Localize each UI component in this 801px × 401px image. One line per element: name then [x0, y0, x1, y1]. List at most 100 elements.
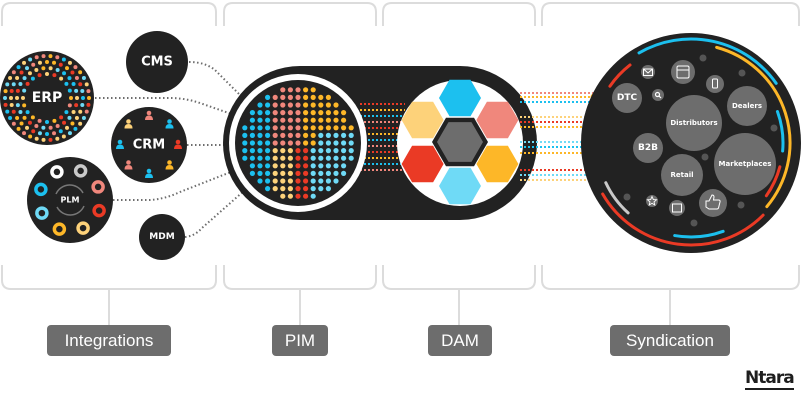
- erp-dot: [74, 75, 79, 80]
- mdm-link: [184, 189, 246, 238]
- pim-data-dots[interactable]: [242, 87, 354, 199]
- orbit-arc: [601, 192, 765, 247]
- pim-dot: [325, 94, 331, 100]
- ad-icon: [672, 203, 682, 213]
- pim-dot: [257, 140, 263, 146]
- search-icon: [654, 91, 661, 98]
- erp-dot: [16, 126, 21, 131]
- pim-dot: [310, 193, 316, 199]
- browser-bubble[interactable]: [671, 60, 695, 84]
- pim-dot: [303, 132, 309, 138]
- erp-dot: [67, 60, 72, 65]
- erp-label: ERP: [32, 90, 63, 106]
- pim-dot: [295, 87, 301, 93]
- plm-ring: [73, 164, 88, 178]
- erp-dot: [62, 120, 67, 125]
- b2b-bubble[interactable]: [633, 133, 663, 163]
- erp-dot: [41, 66, 46, 71]
- thumbs-up-icon: [705, 194, 721, 210]
- pim-dot: [303, 170, 309, 176]
- erp-dot: [34, 67, 39, 72]
- dam-label[interactable]: DAM: [428, 325, 492, 356]
- syndication-channels: [612, 54, 778, 227]
- pim-dot: [257, 132, 263, 138]
- orbit-arc: [775, 110, 785, 153]
- pim-dot: [341, 148, 347, 154]
- dtc-bubble[interactable]: [612, 83, 642, 113]
- erp-node[interactable]: [0, 51, 94, 145]
- integrations-label[interactable]: Integrations: [47, 325, 171, 356]
- pim-dot: [280, 140, 286, 146]
- plm-ring: [52, 222, 67, 236]
- pim-dot: [303, 140, 309, 146]
- pim-dot: [249, 125, 255, 131]
- pim-dot: [318, 170, 324, 176]
- plm-ring: [34, 182, 48, 197]
- ad-bubble[interactable]: [669, 200, 685, 216]
- pim-dot: [325, 117, 331, 123]
- erp-dot: [8, 115, 13, 120]
- pim-dot: [325, 186, 331, 192]
- pim-dot: [242, 132, 248, 138]
- pim-dot: [295, 94, 301, 100]
- erp-dot: [22, 131, 27, 136]
- section-frames: [1, 2, 800, 325]
- pim-dot: [272, 110, 278, 116]
- ntara-logo: Ntara: [745, 368, 795, 390]
- thumbs-up-bubble[interactable]: [699, 189, 727, 217]
- pim-dot: [265, 102, 271, 108]
- erp-dot: [73, 65, 78, 70]
- erp-dot: [19, 70, 24, 75]
- erp-dot: [37, 131, 42, 136]
- pim-frame-bottom: [223, 265, 377, 290]
- dam-asset-hexagons[interactable]: [401, 79, 519, 205]
- pim-dot: [242, 140, 248, 146]
- phone-bubble[interactable]: [706, 75, 724, 93]
- marketplaces-label: Marketplaces: [719, 160, 772, 168]
- plm-node[interactable]: [27, 157, 113, 243]
- erp-dot: [69, 96, 73, 100]
- pim-dot: [280, 132, 286, 138]
- pim-dot: [265, 140, 271, 146]
- distributors-bubble[interactable]: [666, 95, 722, 151]
- person-icon: [124, 119, 133, 129]
- pim-dot: [295, 170, 301, 176]
- pim-dot: [348, 155, 354, 161]
- pim-label[interactable]: PIM: [272, 325, 328, 356]
- erp-dot: [55, 67, 60, 72]
- marketplaces-bubble[interactable]: [714, 133, 776, 195]
- erp-link: [95, 97, 241, 118]
- pim-dot: [318, 102, 324, 108]
- pim-dot: [287, 186, 293, 192]
- pim-dot: [303, 87, 309, 93]
- pim-dot: [265, 110, 271, 116]
- pim-dot: [280, 87, 286, 93]
- dealers-label: Dealers: [732, 102, 762, 110]
- pim-dot: [310, 102, 316, 108]
- pim-dot: [333, 148, 339, 154]
- erp-dot: [64, 81, 69, 86]
- erp-dot: [41, 54, 46, 59]
- pim-dot: [333, 163, 339, 169]
- pim-dot: [287, 102, 293, 108]
- dealers-bubble[interactable]: [727, 86, 767, 126]
- retail-bubble[interactable]: [661, 154, 703, 196]
- crm-node[interactable]: [111, 107, 187, 183]
- pim-dot: [280, 155, 286, 161]
- mdm-node[interactable]: [139, 214, 185, 260]
- syndication-label[interactable]: Syndication: [610, 325, 730, 356]
- pim-dot: [325, 102, 331, 108]
- pim-dot: [333, 110, 339, 116]
- pim-dot: [257, 148, 263, 154]
- erp-dot: [18, 82, 23, 87]
- pim-dot: [325, 125, 331, 131]
- pim-dot: [280, 117, 286, 123]
- erp-dot: [84, 109, 89, 114]
- cms-link: [188, 61, 241, 96]
- pim-dot: [287, 110, 293, 116]
- erp-dot: [37, 60, 42, 65]
- cms-node[interactable]: [126, 31, 188, 93]
- search-bubble[interactable]: [652, 89, 664, 101]
- asset-hexagon: [476, 145, 519, 183]
